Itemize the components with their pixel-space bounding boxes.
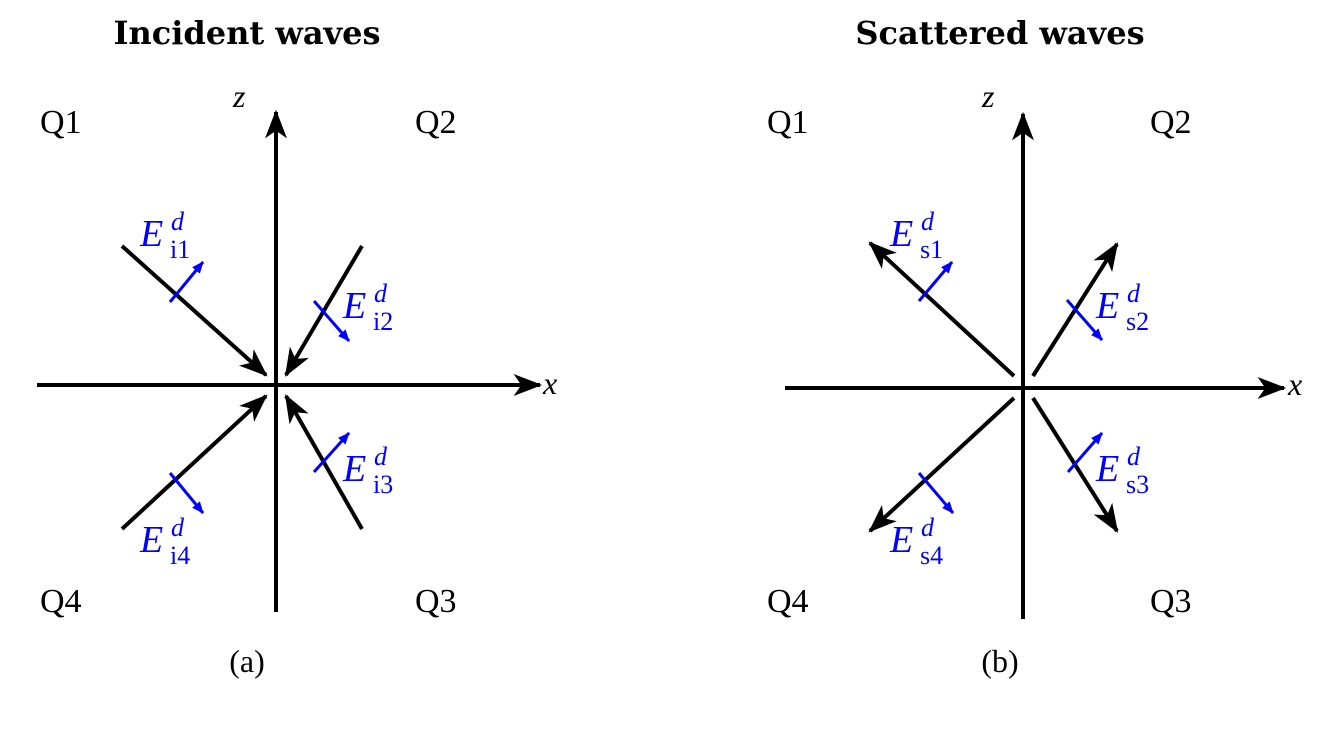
quadrant-label-q4: Q4 [40,583,82,620]
quadrant-label-q4: Q4 [767,583,809,620]
panel-a-graphics [37,109,543,612]
field-vector-s2 [1065,299,1104,341]
x-axis-label: x [543,365,558,401]
z-axis-label: z [982,78,995,114]
quadrant-label-q3: Q3 [1150,583,1192,620]
quadrant-label-q2: Q2 [415,104,457,141]
panel-b-caption: (b) [981,643,1019,679]
panel-a-caption: (a) [229,643,265,679]
scattered-wave-q4-arrow [868,396,1016,533]
field-vector-i3 [312,431,351,474]
panel-b-graphics [785,111,1287,619]
incident-wave-q4-arrow [120,394,268,531]
field-vector-i2 [312,300,351,342]
scattered-wave-q1-arrow [868,241,1016,378]
x-axis-label: x [1288,366,1303,402]
field-vector-i4 [168,472,205,514]
field-vector-s4 [917,472,955,514]
incident-wave-q1-arrow [120,244,268,377]
field-vector-s3 [1066,432,1104,473]
quadrant-label-q1: Q1 [40,104,82,141]
field-vector-i1 [168,261,205,303]
field-vector-s1 [917,261,954,302]
z-axis-label: z [233,78,246,114]
quadrant-label-q2: Q2 [1150,104,1192,141]
panel-a-title: Incident waves [113,14,381,52]
quadrant-label-q1: Q1 [767,104,809,141]
quadrant-label-q3: Q3 [415,583,457,620]
panel-b-title: Scattered waves [855,14,1145,52]
